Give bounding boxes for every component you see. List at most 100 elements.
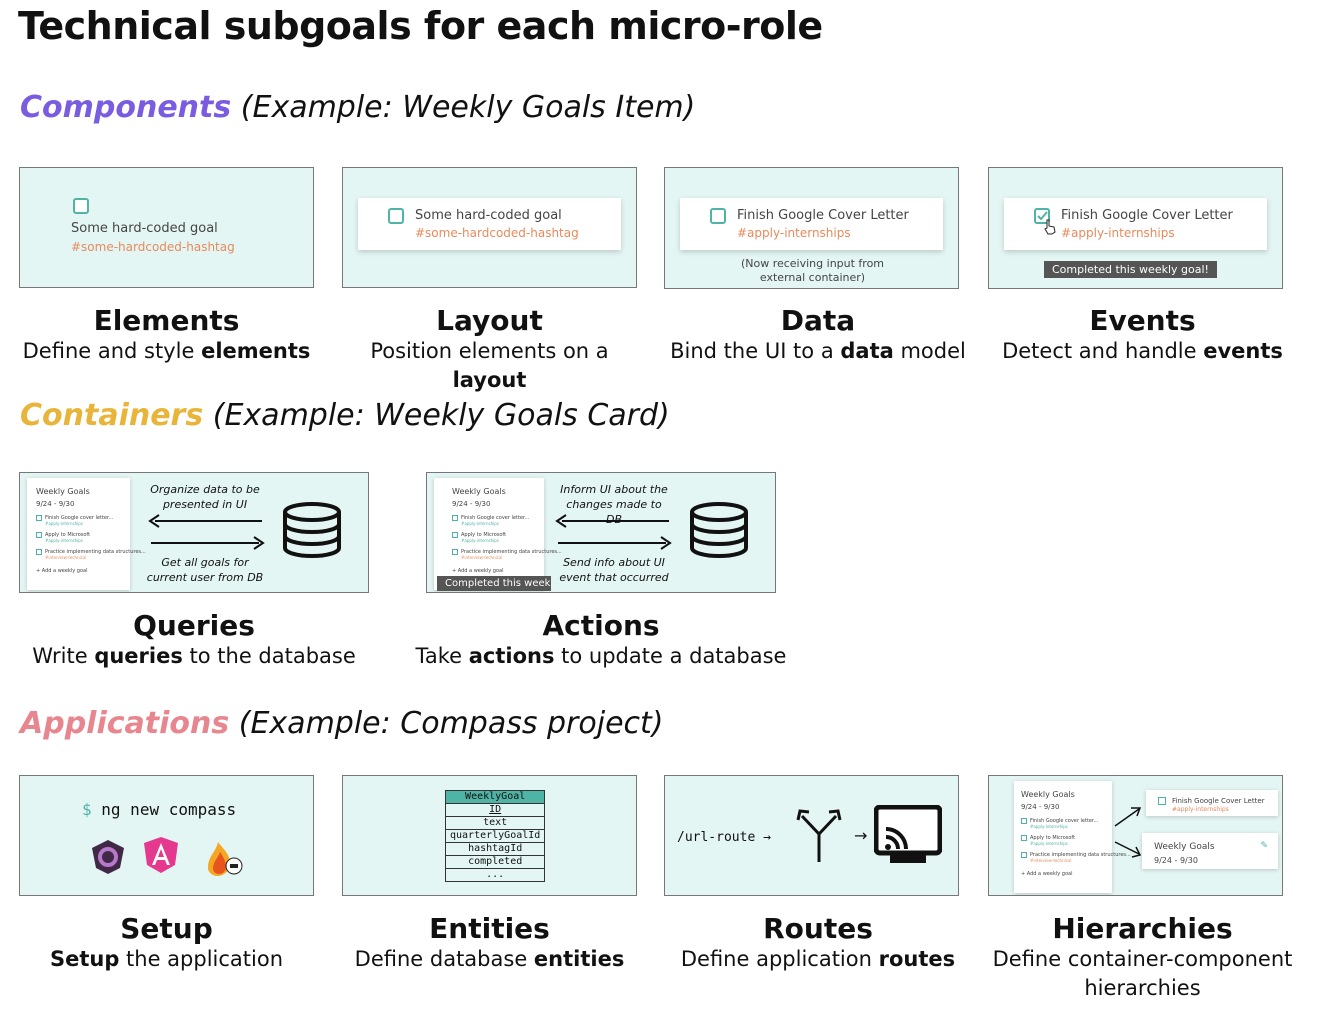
queries-heading: Queries xyxy=(133,609,255,642)
events-caption: Events Detect and handle events xyxy=(980,305,1305,366)
checkbox-icon xyxy=(452,515,458,521)
routes-heading: Routes xyxy=(763,912,873,945)
entity-field: text xyxy=(444,816,546,830)
queries-description: Write queries to the database xyxy=(32,644,356,668)
mini-item-tag: #apply-internships xyxy=(461,521,499,526)
entity-field: ... xyxy=(444,868,546,882)
goal-hashtag: #some-hardcoded-hashtag xyxy=(71,240,235,254)
entities-panel: WeeklyGoal ID text quarterlyGoalId hasht… xyxy=(342,775,637,896)
hierarchies-description: Define container-component hierarchies xyxy=(992,947,1293,1000)
layout-caption: Layout Position elements on a layout xyxy=(331,305,648,395)
mini-add-goal: + Add a weekly goal xyxy=(36,568,88,574)
page-title: Technical subgoals for each micro-role xyxy=(18,4,823,48)
hand-cursor-icon xyxy=(1044,219,1056,235)
goal-item-component: Finish Google Cover Letter #apply-intern… xyxy=(1146,790,1278,816)
hierarchies-panel: Weekly Goals 9/24 - 9/30 Finish Google c… xyxy=(988,775,1283,896)
goal-card: Some hard-coded goal #some-hardcoded-has… xyxy=(358,198,621,250)
goal-card: Finish Google Cover Letter #apply-intern… xyxy=(1004,198,1267,250)
mini-item-tag: #apply-internships xyxy=(1030,824,1068,829)
entity-field: quarterlyGoalId xyxy=(444,829,546,843)
container-title: Weekly Goals xyxy=(1154,842,1215,852)
weekly-goals-mini-card: Weekly Goals 9/24 - 9/30 Finish Google c… xyxy=(434,478,562,590)
mini-item: Apply to Microsoft xyxy=(1030,835,1076,841)
goal-hashtag: #apply-internships xyxy=(1061,226,1175,240)
checked-checkbox-icon xyxy=(1158,797,1166,805)
setup-caption: Setup Setup the application xyxy=(10,913,323,974)
setup-description: Setup the application xyxy=(49,947,284,971)
mini-card-title: Weekly Goals xyxy=(452,487,506,496)
mini-item-tag: #interview-technical xyxy=(45,555,87,560)
data-description: Bind the UI to a data model xyxy=(670,339,966,363)
arrow-right-icon: → xyxy=(854,826,868,845)
weekly-goals-container: Weekly Goals 9/24 - 9/30 ✎ xyxy=(1142,833,1278,869)
section-example: (Example: Compass project) xyxy=(238,706,664,741)
component-goal-tag: #apply-internships xyxy=(1172,806,1229,813)
mini-add-goal: + Add a weekly goal xyxy=(1021,871,1073,877)
goal-text: Finish Google Cover Letter xyxy=(1061,208,1233,223)
goal-card: Finish Google Cover Letter #apply-intern… xyxy=(680,198,943,250)
section-example: (Example: Weekly Goals Item) xyxy=(240,90,696,125)
container-dates: 9/24 - 9/30 xyxy=(1154,856,1198,865)
arrow-top-text: Inform UI about the changes made to DB xyxy=(560,483,668,526)
goal-text: Some hard-coded goal xyxy=(71,221,218,236)
checkbox-icon xyxy=(1021,818,1027,824)
entity-field: completed xyxy=(444,855,546,869)
mini-item: Finish Google cover letter... xyxy=(45,515,114,521)
bidirectional-arrows xyxy=(148,514,265,550)
layout-heading: Layout xyxy=(436,304,543,337)
mini-item: Finish Google cover letter... xyxy=(461,515,530,521)
layout-panel: Some hard-coded goal #some-hardcoded-has… xyxy=(342,167,637,288)
goal-text: Finish Google Cover Letter xyxy=(737,208,909,223)
data-heading: Data xyxy=(780,304,856,337)
section-example: (Example: Weekly Goals Card) xyxy=(212,398,670,433)
checkbox-icon xyxy=(73,198,89,214)
data-panel: Finish Google Cover Letter #apply-intern… xyxy=(664,167,959,289)
entity-field: hashtagId xyxy=(444,842,546,856)
events-panel: Finish Google Cover Letter #apply-intern… xyxy=(988,167,1283,289)
angular-logo-icon xyxy=(144,837,178,873)
checkbox-icon xyxy=(388,208,404,224)
actions-panel: Weekly Goals 9/24 - 9/30 Finish Google c… xyxy=(426,472,776,593)
completed-tooltip: Completed this weekly xyxy=(437,576,551,591)
mini-item: Practice implementing data structures... xyxy=(45,549,146,555)
section-heading-components: Components (Example: Weekly Goals Item) xyxy=(20,90,695,125)
terminal-command: $ ng new compass xyxy=(82,800,236,819)
checkbox-icon xyxy=(710,208,726,224)
cast-screen-icon xyxy=(874,805,942,863)
section-keyword: Components xyxy=(20,90,232,125)
actions-caption: Actions Take actions to update a databas… xyxy=(414,610,788,671)
checkbox-icon xyxy=(1021,835,1027,841)
mini-item: Apply to Microsoft xyxy=(461,532,507,538)
component-goal-text: Finish Google Cover Letter xyxy=(1172,797,1265,805)
data-caption: Data Bind the UI to a data model xyxy=(655,305,981,366)
mini-item: Apply to Microsoft xyxy=(45,532,91,538)
mini-item: Finish Google cover letter... xyxy=(1030,818,1099,824)
checkbox-icon xyxy=(36,549,42,555)
events-description: Detect and handle events xyxy=(1002,339,1283,363)
layout-description: Position elements on a layout xyxy=(370,339,609,392)
mini-card-dates: 9/24 - 9/30 xyxy=(36,500,75,508)
checkbox-icon xyxy=(452,532,458,538)
section-heading-containers: Containers (Example: Weekly Goals Card) xyxy=(20,398,670,433)
entities-description: Define database entities xyxy=(354,947,625,971)
entities-heading: Entities xyxy=(429,912,550,945)
database-icon xyxy=(690,502,748,558)
checkbox-icon xyxy=(36,532,42,538)
goal-hashtag: #some-hardcoded-hashtag xyxy=(415,226,579,240)
mini-item: Practice implementing data structures... xyxy=(461,549,562,555)
arrow-top-text: Organize data to be presented in UI xyxy=(150,483,260,511)
hierarchies-caption: Hierarchies Define container-component h… xyxy=(976,913,1309,1003)
actions-description: Take actions to update a database xyxy=(415,644,787,668)
weekly-goals-mini-card: Weekly Goals 9/24 - 9/30 Finish Google c… xyxy=(1014,781,1131,893)
elements-heading: Elements xyxy=(93,304,240,337)
mini-card-title: Weekly Goals xyxy=(36,487,90,496)
routes-description: Define application routes xyxy=(680,947,956,971)
elements-panel: Some hard-coded goal #some-hardcoded-has… xyxy=(19,167,314,288)
mini-item-tag: #apply-internships xyxy=(1030,841,1068,846)
mini-item-tag: #apply-internships xyxy=(45,521,83,526)
queries-panel: Weekly Goals 9/24 - 9/30 Finish Google c… xyxy=(19,472,369,593)
routes-panel: /url-route → → xyxy=(664,775,959,896)
arrow-bottom-text: Send info about UI event that occurred xyxy=(559,556,669,584)
edit-pencil-icon: ✎ xyxy=(1260,841,1268,851)
hierarchy-arrows xyxy=(1114,807,1142,858)
